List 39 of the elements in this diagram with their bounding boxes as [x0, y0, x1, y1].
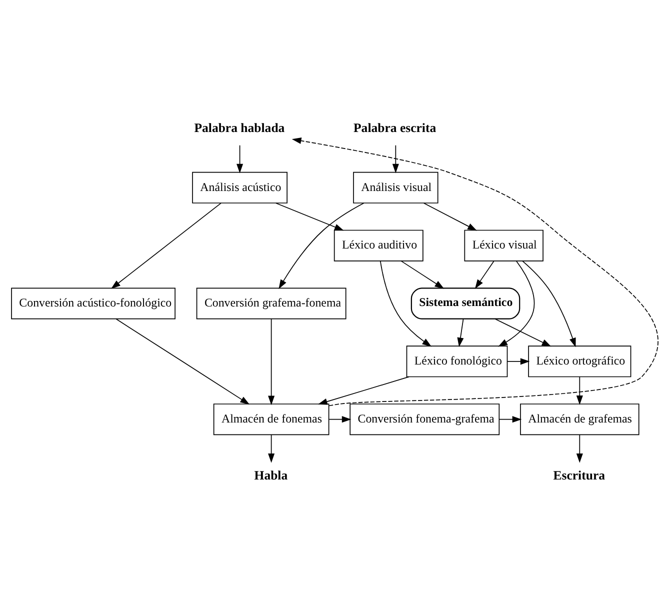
arrow — [576, 434, 583, 462]
arrow — [116, 318, 250, 404]
arrow — [400, 260, 444, 288]
arrow — [276, 202, 344, 230]
node-box: Conversión acústico-fonológico — [11, 287, 176, 319]
arrow — [474, 260, 494, 288]
arrow — [499, 416, 522, 422]
arrow — [576, 376, 583, 404]
arrow — [423, 202, 477, 230]
node-box: Léxico fonológico — [406, 345, 508, 377]
arrow — [522, 260, 576, 347]
arrow — [268, 434, 275, 462]
node-box: Análisis visual — [353, 171, 438, 203]
arrow — [318, 376, 410, 404]
node-box: Almacén de fonemas — [213, 403, 330, 435]
arrow — [236, 144, 244, 173]
node-box: Léxico auditivo — [334, 229, 424, 261]
node-box: Léxico ortográfico — [528, 345, 632, 377]
arrow — [380, 260, 432, 346]
node-text: Palabra escrita — [354, 120, 436, 134]
arrow — [506, 358, 530, 364]
node-box: Conversión grafema-fonema — [196, 287, 346, 319]
node-box: Sistema semántico — [410, 287, 520, 319]
node-box: Análisis acústico — [192, 171, 288, 203]
node-box: Almacén de grafemas — [520, 403, 640, 435]
node-box: Conversión fonema-grafema — [350, 403, 500, 435]
node-text: Palabra hablada — [194, 120, 285, 134]
arrow — [328, 416, 352, 422]
arrow — [392, 144, 399, 173]
arrow — [268, 318, 275, 405]
node-text: Habla — [254, 468, 288, 482]
arrow — [292, 137, 658, 406]
node-text: Escritura — [553, 468, 606, 482]
arrow — [494, 318, 552, 346]
arrow — [111, 202, 222, 288]
arrow — [498, 260, 535, 346]
arrow — [457, 318, 464, 346]
node-box: Léxico visual — [464, 229, 544, 261]
arrow — [278, 202, 364, 289]
